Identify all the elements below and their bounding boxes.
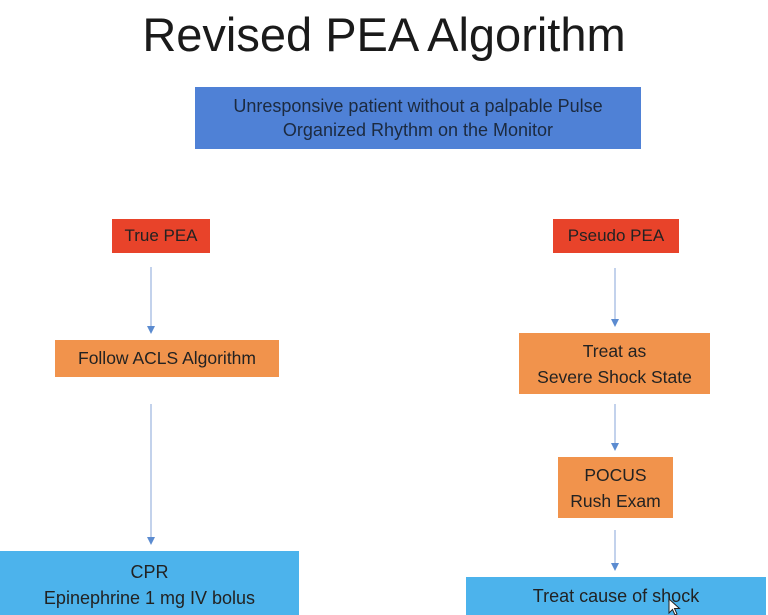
treat-shock-box: Treat as Severe Shock State — [519, 333, 710, 394]
pocus-box: POCUS Rush Exam — [558, 457, 673, 518]
true-pea-label: True PEA — [124, 226, 198, 245]
follow-acls-label: Follow ACLS Algorithm — [78, 348, 256, 368]
treat-shock-line-1: Treat as — [582, 340, 647, 361]
cpr-line-2: Epinephrine 1 mg IV bolus — [43, 588, 256, 608]
slide-title: Revised PEA Algorithm — [142, 8, 626, 61]
treat-shock-line-2: Severe Shock State — [537, 366, 692, 387]
start-box-line-1: Unresponsive patient without a palpable … — [233, 96, 603, 116]
start-box: Unresponsive patient without a palpable … — [195, 87, 641, 149]
follow-acls-box: Follow ACLS Algorithm — [55, 340, 279, 377]
cpr-line-1: CPR — [130, 562, 169, 582]
start-box-line-2: Organized Rhythm on the Monitor — [282, 120, 554, 140]
treat-cause-box: Treat cause of shock — [466, 577, 766, 615]
pocus-line-1: POCUS — [584, 464, 647, 485]
cpr-box: CPR Epinephrine 1 mg IV bolus — [0, 551, 299, 615]
mouse-pointer-icon — [668, 598, 681, 615]
pseudo-pea-box: Pseudo PEA — [553, 219, 679, 253]
true-pea-box: True PEA — [112, 219, 210, 253]
pocus-line-2: Rush Exam — [570, 490, 661, 511]
pseudo-pea-label: Pseudo PEA — [567, 226, 665, 245]
treat-cause-label: Treat cause of shock — [532, 586, 700, 606]
